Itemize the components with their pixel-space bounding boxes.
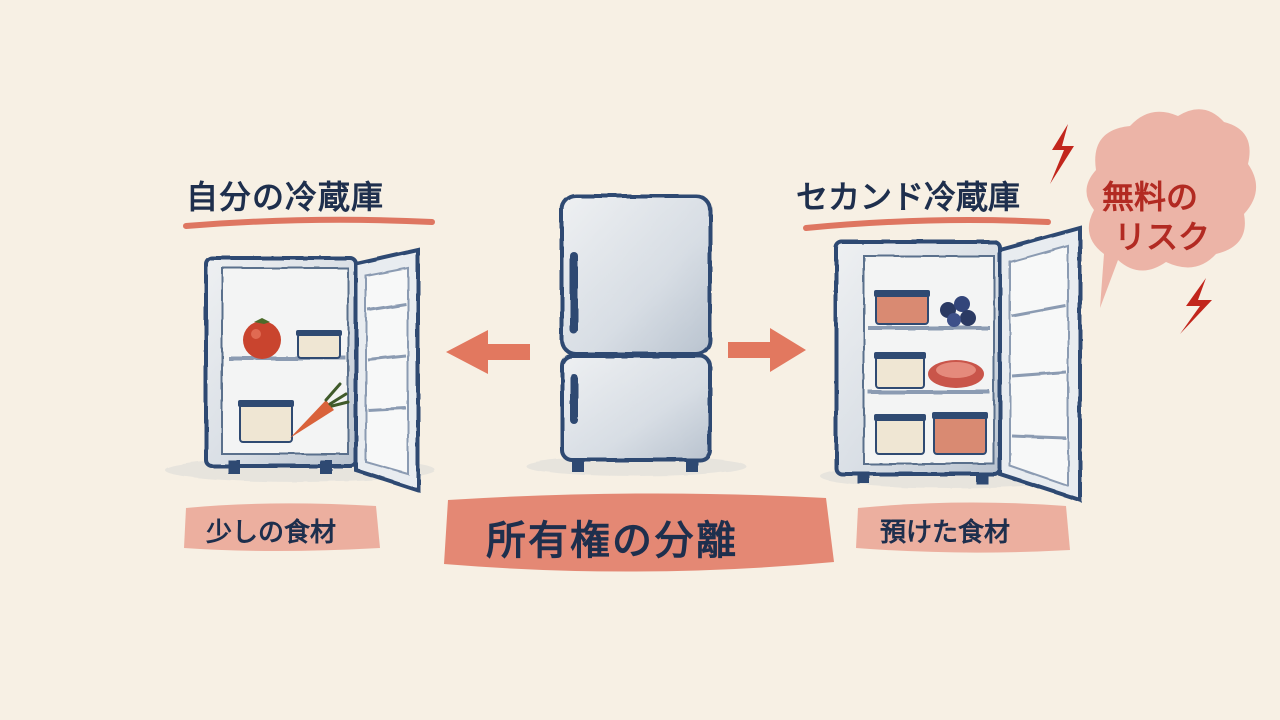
risk-cloud-bubble xyxy=(1086,109,1257,309)
center-fridge-illustration xyxy=(526,194,746,476)
tomato-icon xyxy=(243,318,281,359)
right-arrow-icon xyxy=(728,328,806,372)
carrot-icon xyxy=(290,382,350,438)
left-fridge-title: 自分の冷蔵庫 xyxy=(186,178,385,216)
food-container-icon xyxy=(874,290,930,325)
left-fridge-caption: 少しの食材 xyxy=(206,518,337,548)
risk-bubble-line2: リスク xyxy=(1114,218,1211,256)
food-container-icon xyxy=(296,330,342,359)
food-container-icon xyxy=(932,412,988,455)
center-title: 所有権の分離 xyxy=(486,518,738,564)
right-fridge-title: セカンド冷蔵庫 xyxy=(796,178,1021,216)
right-caption-brush xyxy=(856,502,1070,553)
risk-bubble-line1: 無料の xyxy=(1102,178,1199,216)
right-fridge-caption: 預けた食材 xyxy=(880,518,1011,548)
lightning-icon xyxy=(1050,124,1074,184)
center-caption-brush xyxy=(444,493,834,572)
left-fridge-illustration xyxy=(165,247,435,493)
left-title-underline xyxy=(183,216,435,229)
food-container-icon xyxy=(874,414,926,455)
meat-icon xyxy=(928,360,984,388)
left-caption-brush xyxy=(184,503,380,551)
lightning-icon xyxy=(1180,278,1212,334)
food-container-icon xyxy=(874,352,926,389)
food-container-icon xyxy=(238,400,294,443)
left-arrow-icon xyxy=(446,330,530,374)
blueberries-icon xyxy=(940,296,976,327)
right-title-underline xyxy=(803,217,1051,231)
